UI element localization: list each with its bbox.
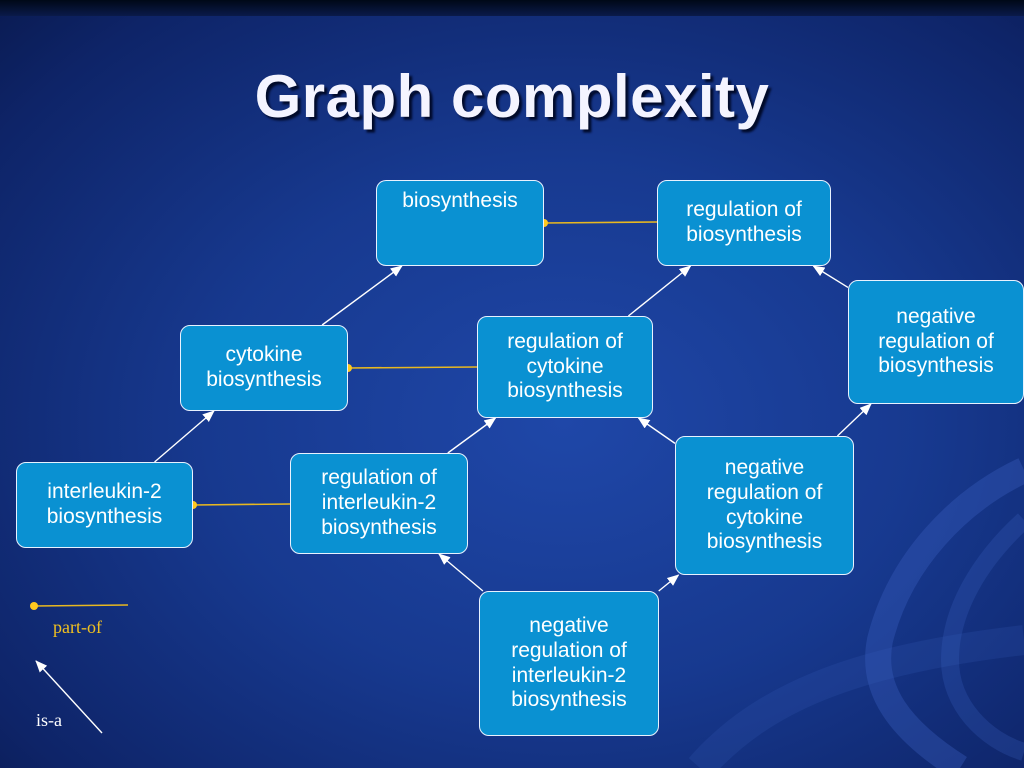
is-a-edge-negative-regulation-of-cytokine-biosynthesis-to-regulation-of-cytokine-biosynthesis — [637, 417, 676, 444]
node-regulation-of-cytokine-biosynthesis[interactable]: regulation of cytokine biosynthesis — [477, 316, 653, 418]
node-regulation-of-biosynthesis[interactable]: regulation of biosynthesis — [657, 180, 831, 266]
legend-part-of-line — [33, 604, 129, 607]
is-a-edge-interleukin2-biosynthesis-to-cytokine-biosynthesis — [154, 410, 215, 463]
is-a-edge-regulation-of-cytokine-biosynthesis-to-regulation-of-biosynthesis — [627, 265, 692, 317]
part-of-edge-regulation-of-biosynthesis — [543, 221, 658, 224]
node-negative-regulation-of-cytokine-biosynthesis[interactable]: negative regulation of cytokine biosynth… — [675, 436, 854, 575]
legend-is-a-arrow — [35, 660, 103, 734]
slide-title: Graph complexity — [254, 63, 770, 130]
is-a-edge-cytokine-biosynthesis-to-biosynthesis — [321, 265, 403, 326]
legend-part-of-dot — [30, 602, 38, 610]
legend-is-a-label: is-a — [36, 710, 62, 730]
node-interleukin-2-biosynthesis[interactable]: interleukin-2 biosynthesis — [16, 462, 193, 548]
is-a-edge-negative-regulation-of-interleukin2-biosynthesis-to-negative-regulation-of-cytokine-biosynthesis — [658, 574, 680, 592]
is-a-edge-negative-regulation-of-cytokine-biosynthesis-to-negative-regulation-of-biosynthesis — [836, 403, 872, 437]
part-of-edge-regulation-of-interleukin2-biosynthesis — [192, 503, 291, 506]
is-a-edge-regulation-of-interleukin2-biosynthesis-to-regulation-of-cytokine-biosynthesis — [447, 417, 497, 454]
node-negative-regulation-of-interleukin-2-biosynthesis[interactable]: negative regulation of interleukin-2 bio… — [479, 591, 659, 736]
part-of-edge-regulation-of-cytokine-biosynthesis — [347, 366, 478, 369]
is-a-edge-negative-regulation-of-interleukin2-biosynthesis-to-regulation-of-interleukin2-biosynthesis — [438, 553, 484, 592]
node-biosynthesis[interactable]: biosynthesis — [376, 180, 544, 266]
legend-part-of-label: part-of — [53, 617, 102, 637]
top-bar — [0, 0, 1024, 16]
node-cytokine-biosynthesis[interactable]: cytokine biosynthesis — [180, 325, 348, 411]
is-a-edge-negative-regulation-of-biosynthesis-to-regulation-of-biosynthesis — [812, 265, 849, 289]
node-negative-regulation-of-biosynthesis[interactable]: negative regulation of biosynthesis — [848, 280, 1024, 404]
node-regulation-of-interleukin-2-biosynthesis[interactable]: regulation of interleukin-2 biosynthesis — [290, 453, 468, 554]
